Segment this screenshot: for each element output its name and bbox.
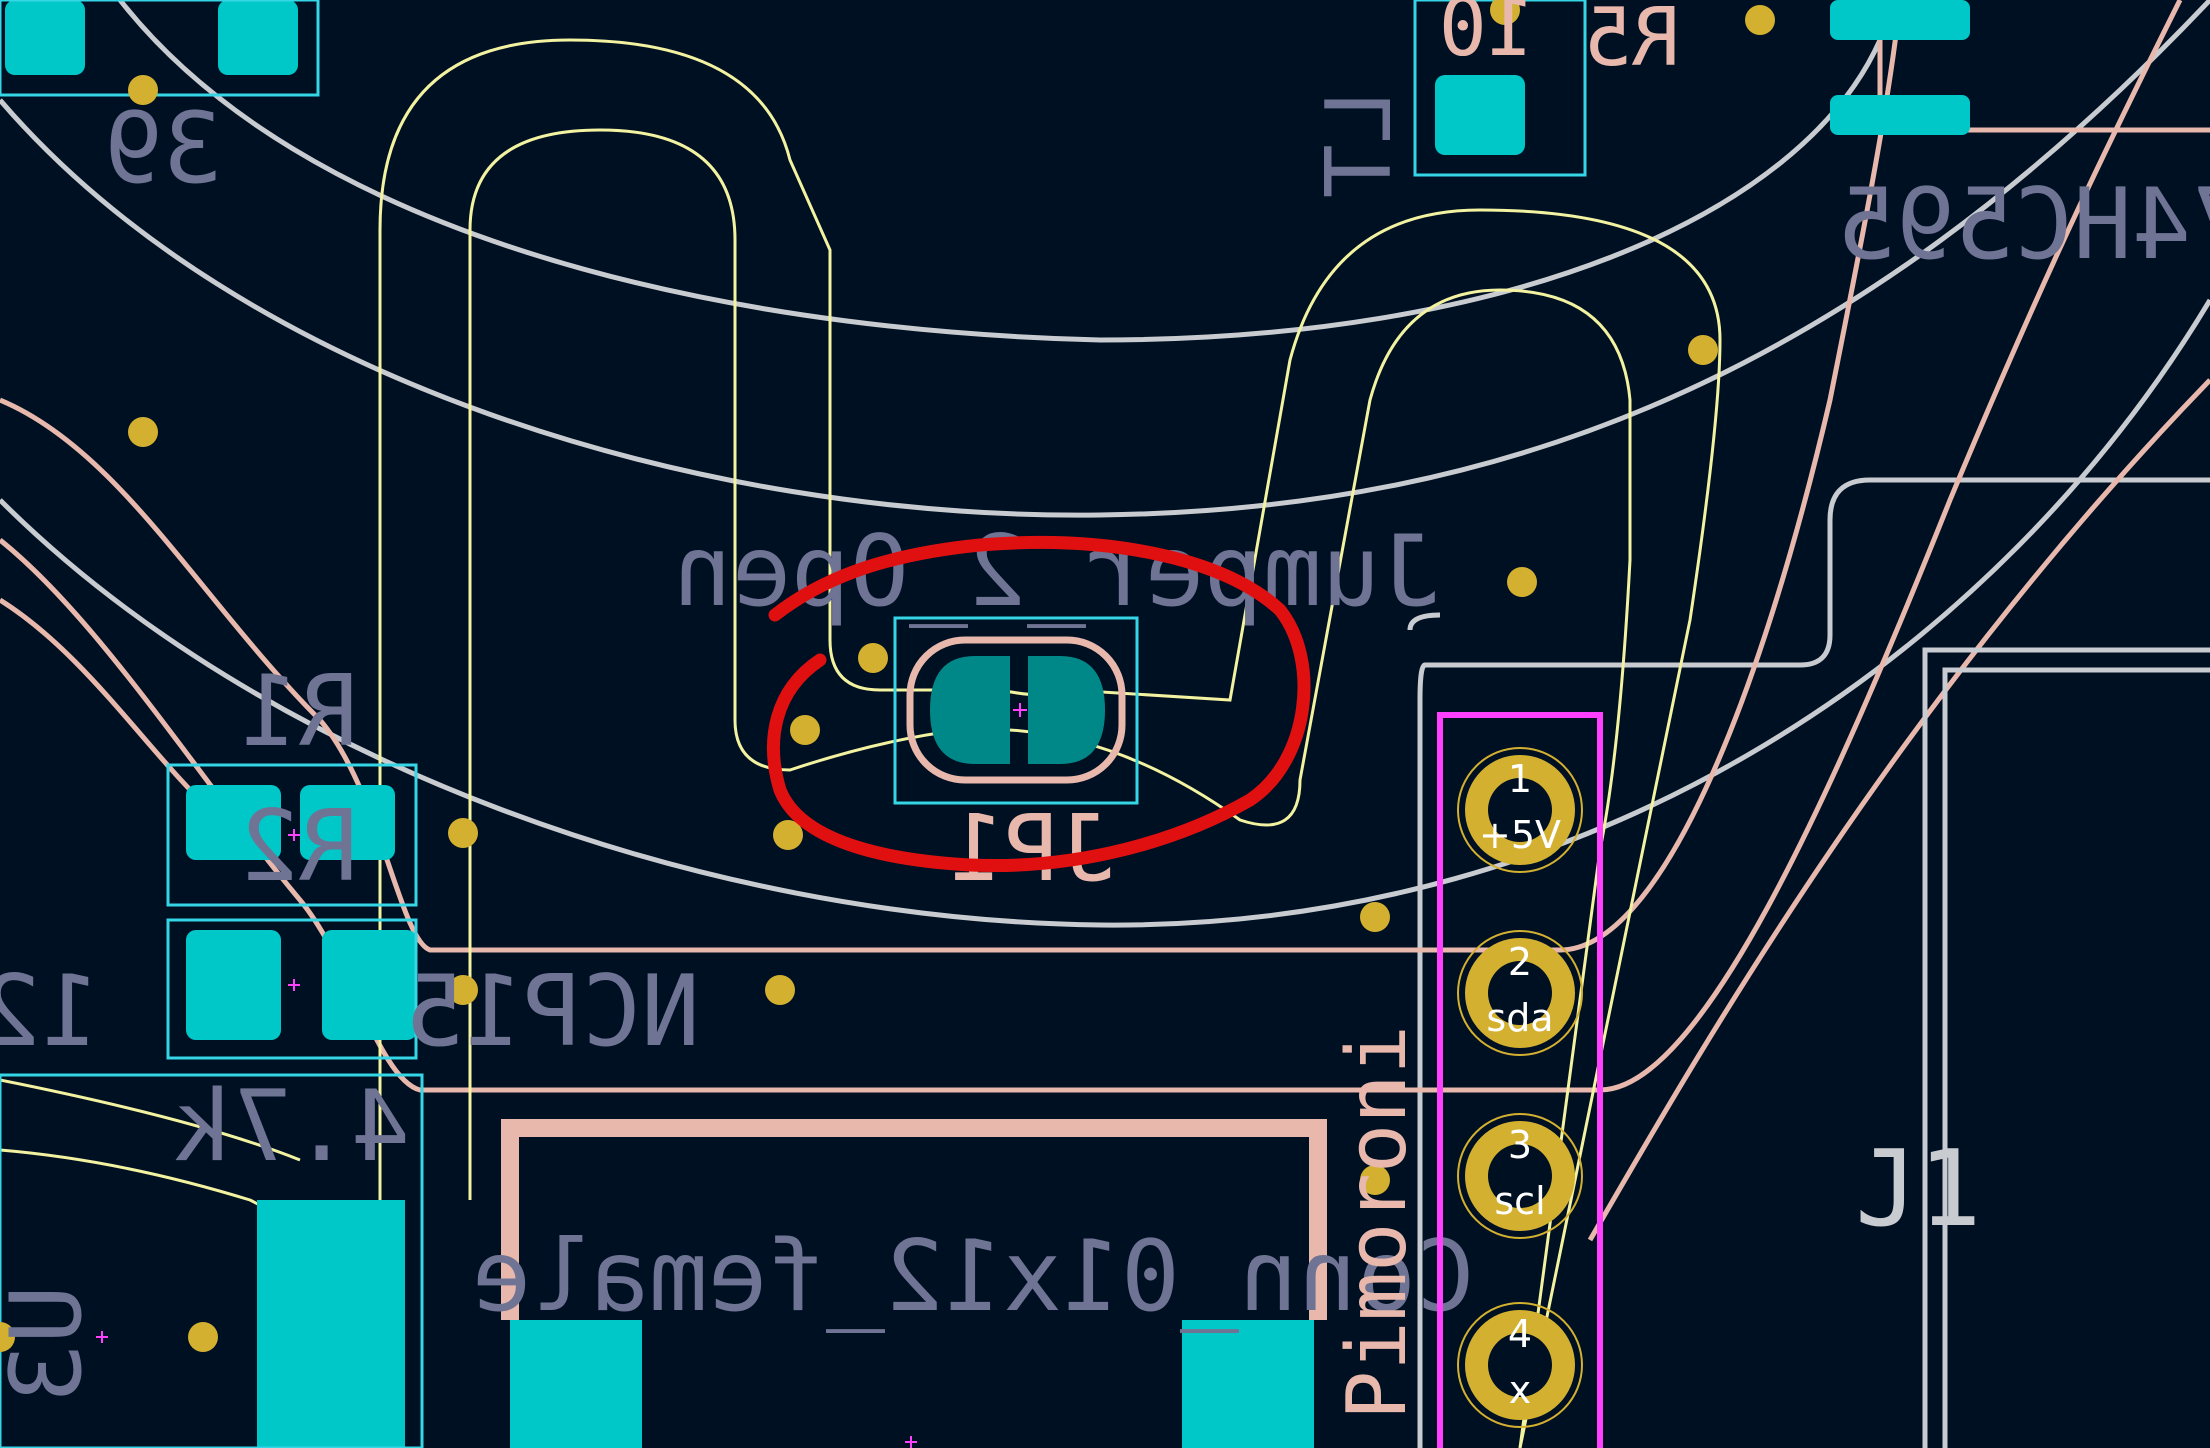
- r1-label: R1: [240, 655, 358, 769]
- jumper-jp1[interactable]: [893, 616, 1139, 805]
- cyan-pads: [0, 0, 1970, 1448]
- fp-name-label: Conn_01x12_female: [472, 1220, 1475, 1334]
- pin-3-number: 3: [1508, 1123, 1532, 1167]
- connector-j1-outline: [1922, 647, 2210, 1448]
- pin-4[interactable]: 4 x: [1457, 1302, 1583, 1428]
- pin-4-number: 4: [1508, 1312, 1532, 1356]
- u3-label: U3: [0, 1285, 104, 1403]
- pin-2-net: sda: [1486, 996, 1553, 1040]
- r39-label: 39: [104, 92, 222, 206]
- ncp-value-label: 4.7k: [174, 1070, 410, 1184]
- pin-3[interactable]: 3 scl: [1457, 1113, 1583, 1239]
- jp1-label: JP1: [949, 795, 1115, 902]
- ncp-suffix-label: 12: [0, 955, 100, 1069]
- pin-2-number: 2: [1508, 940, 1532, 984]
- origin-markers: [96, 829, 917, 1448]
- pin-1-net: +5V: [1479, 813, 1561, 857]
- jumper-value-label: Jumper_2_Open: [673, 515, 1440, 629]
- pin-2[interactable]: 2 sda: [1457, 930, 1583, 1056]
- j1-label: J1: [1855, 1128, 1981, 1250]
- pimoroni-label: Pimoroni: [1330, 1025, 1425, 1420]
- r2-label: R2: [240, 790, 358, 904]
- top-partial-label-2: 10: [1439, 0, 1535, 74]
- back-silkscreen: Jumper_2_Open 39 74HC595 R1 R2 NCP15 1 2 …: [0, 90, 2210, 1403]
- top-partial-label-3: R5: [1584, 0, 1680, 84]
- pin-3-net: scl: [1494, 1179, 1545, 1223]
- pin-4-net: x: [1509, 1368, 1532, 1412]
- annotation-circle: [767, 536, 1311, 873]
- header-pins: 1 +5V 2 sda 3 scl 4 x: [1437, 712, 1603, 1448]
- top-partial-label: LT: [1307, 90, 1412, 198]
- pin-1-number: 1: [1508, 757, 1532, 801]
- vias: [0, 0, 1775, 1352]
- hc595-label: 74HC595: [1837, 168, 2210, 282]
- pin-1[interactable]: 1 +5V: [1457, 747, 1583, 873]
- pink-silk-connector: [501, 1119, 1327, 1320]
- ncp-label: NCP15: [405, 955, 700, 1069]
